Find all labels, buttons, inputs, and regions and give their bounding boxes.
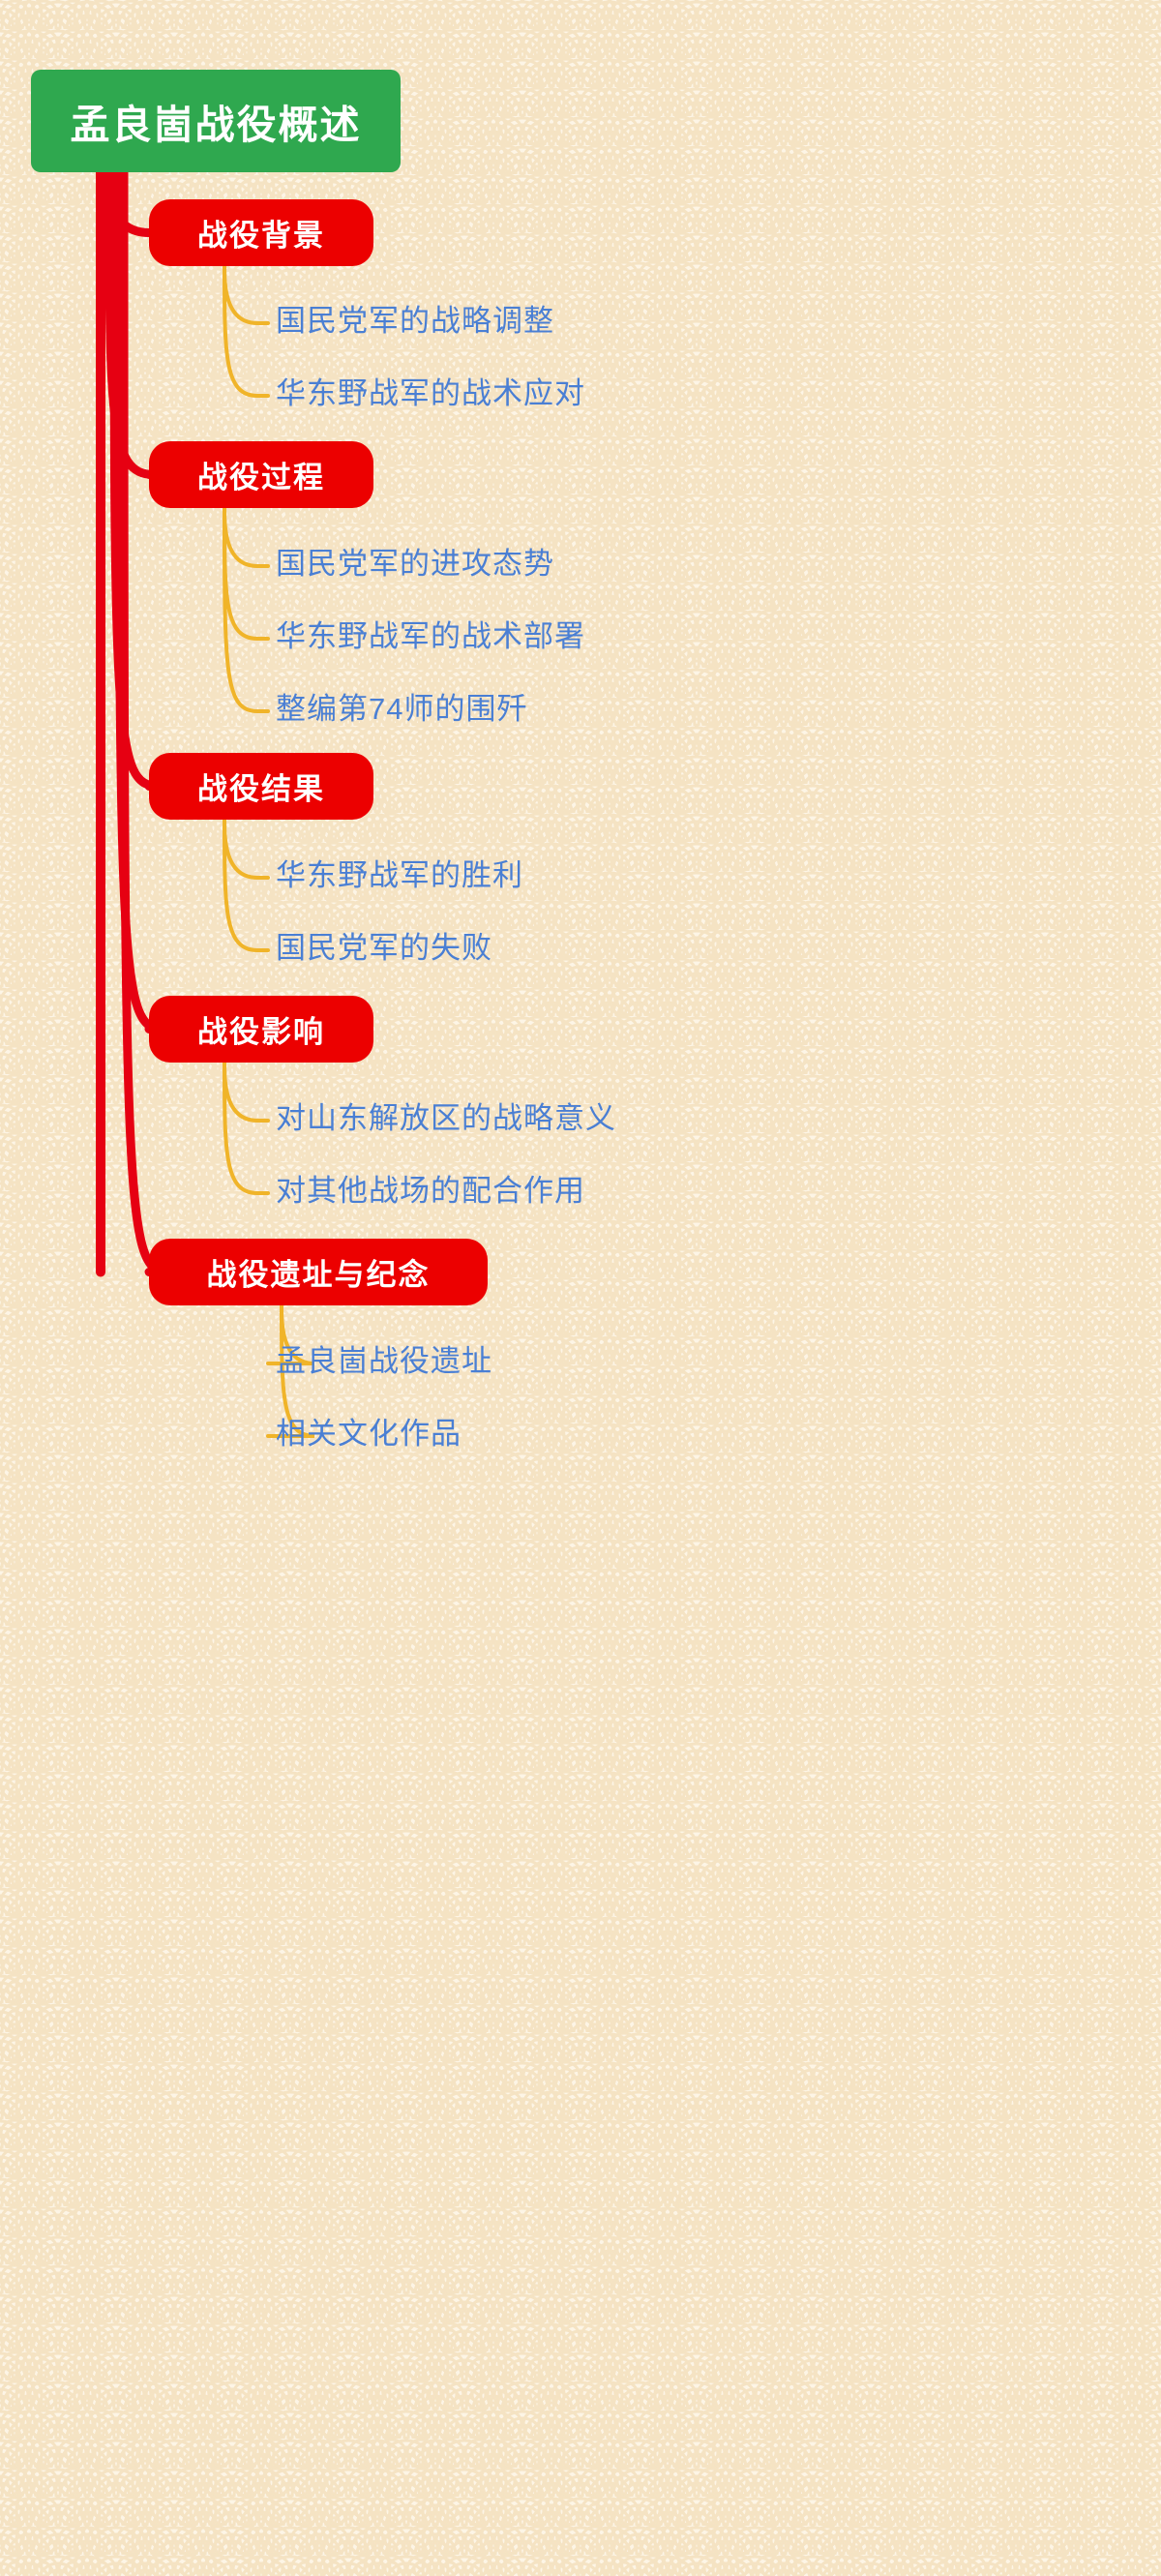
leaf-node[interactable]: 孟良崮战役遗址 <box>276 1336 520 1379</box>
branch-node-memorial[interactable]: 战役遗址与纪念 <box>149 1239 488 1305</box>
leaf-node-label: 华东野战军的战术应对 <box>276 375 585 410</box>
leaf-node-label: 对山东解放区的战略意义 <box>276 1100 616 1135</box>
leaf-node-label: 整编第74师的围歼 <box>276 691 528 726</box>
leaf-node[interactable]: 相关文化作品 <box>276 1409 487 1452</box>
leaf-node[interactable]: 对山东解放区的战略意义 <box>276 1093 648 1136</box>
leaf-node-label: 对其他战场的配合作用 <box>276 1173 585 1208</box>
leaf-node-label: 国民党军的进攻态势 <box>276 546 554 581</box>
leaf-node-label: 华东野战军的胜利 <box>276 857 523 892</box>
leaf-node[interactable]: 华东野战军的胜利 <box>276 851 551 893</box>
branch-node-label: 战役结果 <box>197 772 325 806</box>
branch-node-label: 战役背景 <box>197 219 325 253</box>
branch-node-label: 战役影响 <box>197 1015 325 1049</box>
branch-node-background[interactable]: 战役背景 <box>149 199 373 266</box>
leaf-node-label: 孟良崮战役遗址 <box>276 1343 492 1378</box>
branch-node-process[interactable]: 战役过程 <box>149 441 373 508</box>
leaf-node[interactable]: 国民党军的失败 <box>276 923 520 966</box>
root-node[interactable]: 孟良崮战役概述 <box>31 70 401 172</box>
leaf-node[interactable]: 国民党军的战略调整 <box>276 296 583 339</box>
leaf-node-label: 相关文化作品 <box>276 1416 461 1451</box>
root-node-label: 孟良崮战役概述 <box>70 103 362 147</box>
leaf-node-label: 国民党军的失败 <box>276 930 492 965</box>
leaf-node[interactable]: 华东野战军的战术部署 <box>276 612 616 654</box>
branch-node-impact[interactable]: 战役影响 <box>149 996 373 1063</box>
branch-node-result[interactable]: 战役结果 <box>149 753 373 820</box>
leaf-node[interactable]: 华东野战军的战术应对 <box>276 369 616 411</box>
branch-node-label: 战役遗址与纪念 <box>206 1258 431 1292</box>
leaf-node-label: 华东野战军的战术部署 <box>276 618 585 653</box>
leaf-node[interactable]: 国民党军的进攻态势 <box>276 539 583 582</box>
leaf-node-label: 国民党军的战略调整 <box>276 303 554 338</box>
leaf-node[interactable]: 整编第74师的围歼 <box>276 684 556 727</box>
branch-node-label: 战役过程 <box>197 461 325 494</box>
leaf-node[interactable]: 对其他战场的配合作用 <box>276 1166 616 1209</box>
